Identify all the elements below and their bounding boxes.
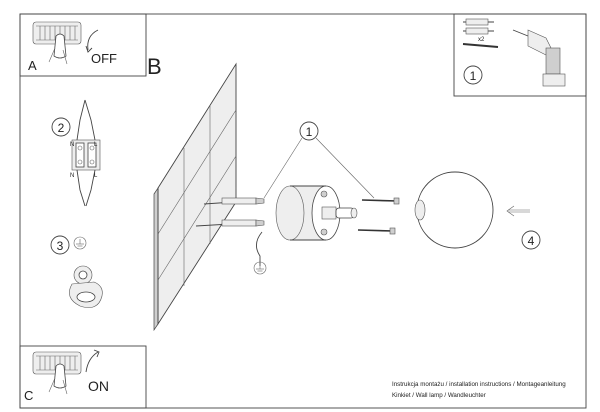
panel-tools: x2 1: [453, 13, 587, 97]
step-2-wiring: 2 N L N L: [51, 99, 101, 207]
sheet-frame: [19, 13, 587, 409]
step-1-mount: 1: [263, 121, 375, 199]
step-1-mount-circle: [299, 121, 319, 141]
leader-left: [263, 137, 303, 199]
panel-a-frame: [19, 13, 147, 77]
base-screws: [357, 197, 400, 235]
panel-a-letter: A: [28, 58, 37, 73]
step-1-tools-circle: [463, 65, 483, 85]
step-2-circle: [51, 117, 71, 137]
hand-switch-on-icon: [32, 349, 100, 395]
step-4-number: 4: [528, 234, 535, 248]
insert-arrow-icon: [506, 205, 530, 217]
tools-multiplier: x2: [478, 37, 485, 43]
footer-line-2: Kinkiet / Wall lamp / Wandleuchter: [392, 392, 486, 399]
panel-c-letter: C: [24, 388, 33, 403]
glass-globe: [414, 171, 494, 249]
terminal-block-icon: [71, 139, 101, 171]
step-3-ground: 3: [50, 235, 103, 308]
ground-symbol-icon: [73, 236, 87, 250]
step-4-circle: [521, 230, 541, 250]
supply-wires: [76, 99, 96, 141]
dowel-screws-icon: [462, 18, 499, 48]
lamp-socket: [321, 206, 358, 220]
footer-line-1: Instrukcja montażu / installation instru…: [392, 381, 566, 388]
ground-clamp-icon: [69, 265, 103, 308]
step-2-number: 2: [58, 121, 65, 135]
terminal-l-bottom: L: [94, 173, 98, 179]
terminal-l-top: L: [94, 142, 98, 148]
panel-b-letter: B: [147, 54, 162, 79]
drill-icon: [512, 29, 566, 87]
lamp-wires: [76, 169, 96, 207]
panel-c: C ON: [19, 345, 147, 409]
leader-right: [315, 137, 375, 199]
step-3-number: 3: [57, 239, 64, 253]
wall-tiles: [153, 62, 237, 332]
ground-wire: [256, 231, 263, 266]
wall-dowels: [195, 197, 265, 227]
hand-switch-off-icon: [32, 21, 99, 65]
panel-tools-frame: [453, 13, 587, 97]
step-1-tools-number: 1: [470, 69, 477, 83]
lamp-base: [275, 185, 358, 241]
panel-c-action: ON: [88, 378, 109, 394]
ground-symbol-icon-main: [253, 261, 267, 275]
step-1-mount-number: 1: [306, 125, 313, 139]
panel-a: A OFF: [19, 13, 147, 77]
panel-a-action: OFF: [91, 51, 117, 66]
panel-c-frame: [19, 345, 147, 409]
terminal-n-bottom: N: [70, 173, 74, 179]
step-3-circle: [50, 235, 70, 255]
terminal-n-top: N: [70, 142, 74, 148]
